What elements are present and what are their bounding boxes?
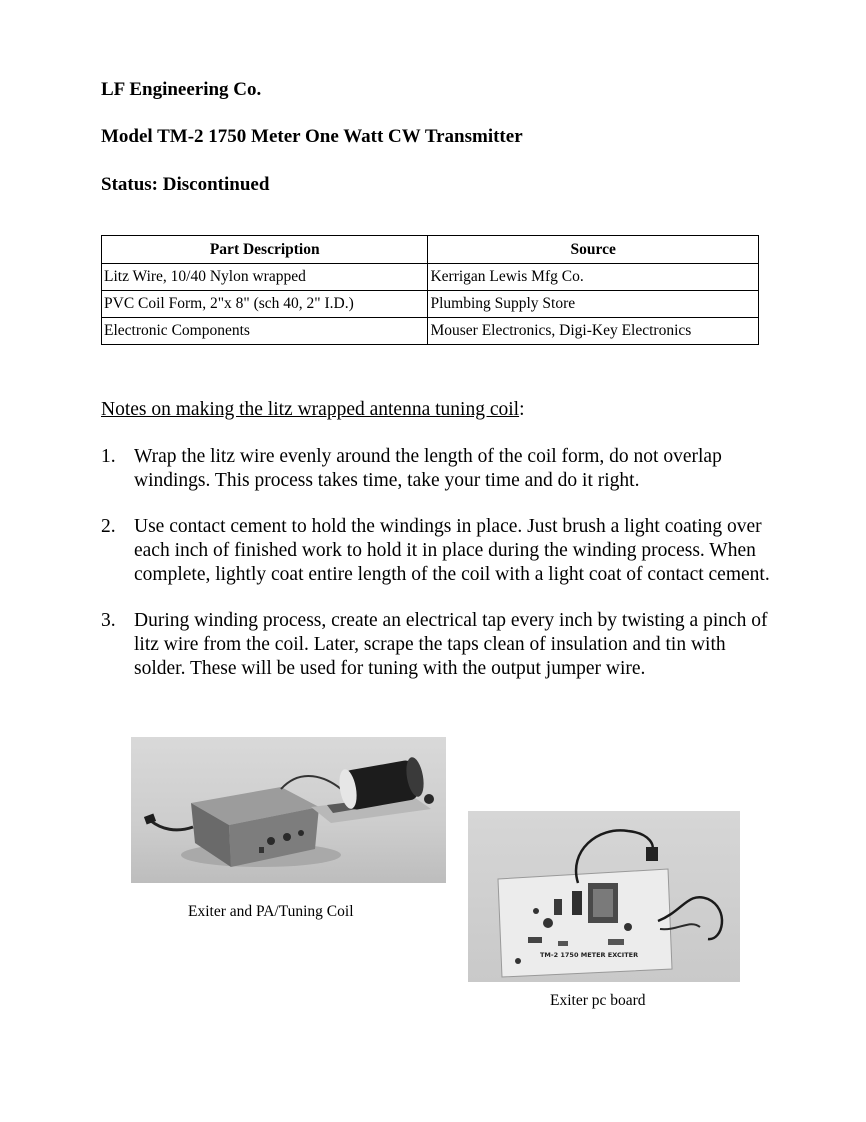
exciter-and-coil-illustration xyxy=(143,757,434,867)
notes-title-colon: : xyxy=(519,399,525,420)
table-cell: PVC Coil Form, 2"x 8" (sch 40, 2" I.D.) xyxy=(100,290,429,318)
table-cell: Mouser Electronics, Digi-Key Electronics xyxy=(427,317,759,345)
table-cell: Kerrigan Lewis Mfg Co. xyxy=(427,263,759,291)
list-item-text: Wrap the litz wire evenly around the len… xyxy=(134,446,722,491)
status-line: Status: Discontinued xyxy=(101,174,270,195)
exciter-and-coil-photo xyxy=(131,737,446,883)
list-item-text: During winding process, create an electr… xyxy=(134,610,768,679)
company-name: LF Engineering Co. xyxy=(101,79,262,100)
parts-table: Part Description Source Litz Wire, 10/40… xyxy=(100,235,759,345)
column-header-source: Source xyxy=(427,235,759,264)
notes-title-text: Notes on making the litz wrapped antenna… xyxy=(101,399,520,420)
list-item-text: Use contact cement to hold the windings … xyxy=(134,516,770,585)
exciter-pcb-photo: TM-2 1750 METER EXCITER xyxy=(468,811,740,982)
board-silkscreen-text: TM-2 1750 METER EXCITER xyxy=(540,951,638,959)
list-item-number: 2. xyxy=(101,516,116,537)
list-item-number: 1. xyxy=(101,446,116,467)
list-item: 1. Wrap the litz wire evenly around the … xyxy=(101,445,771,493)
instruction-list: 1. Wrap the litz wire evenly around the … xyxy=(101,445,771,703)
column-header-part-description: Part Description xyxy=(100,235,429,264)
parts-table-header-row: Part Description Source xyxy=(100,235,759,264)
list-item-number: 3. xyxy=(101,610,116,631)
table-row: Electronic Components Mouser Electronics… xyxy=(100,317,759,345)
photo2-caption: Exiter pc board xyxy=(550,992,646,1009)
list-item: 3. During winding process, create an ele… xyxy=(101,609,771,681)
photo1-caption: Exiter and PA/Tuning Coil xyxy=(188,903,354,920)
table-cell: Litz Wire, 10/40 Nylon wrapped xyxy=(100,263,429,291)
table-row: PVC Coil Form, 2"x 8" (sch 40, 2" I.D.) … xyxy=(100,290,759,318)
exciter-pcb-illustration: TM-2 1750 METER EXCITER xyxy=(497,829,724,978)
table-cell: Plumbing Supply Store xyxy=(427,290,759,318)
table-cell: Electronic Components xyxy=(100,317,429,345)
model-title: Model TM-2 1750 Meter One Watt CW Transm… xyxy=(101,126,523,147)
list-item: 2. Use contact cement to hold the windin… xyxy=(101,515,771,587)
table-row: Litz Wire, 10/40 Nylon wrapped Kerrigan … xyxy=(100,263,759,291)
notes-title: Notes on making the litz wrapped antenna… xyxy=(101,399,524,421)
